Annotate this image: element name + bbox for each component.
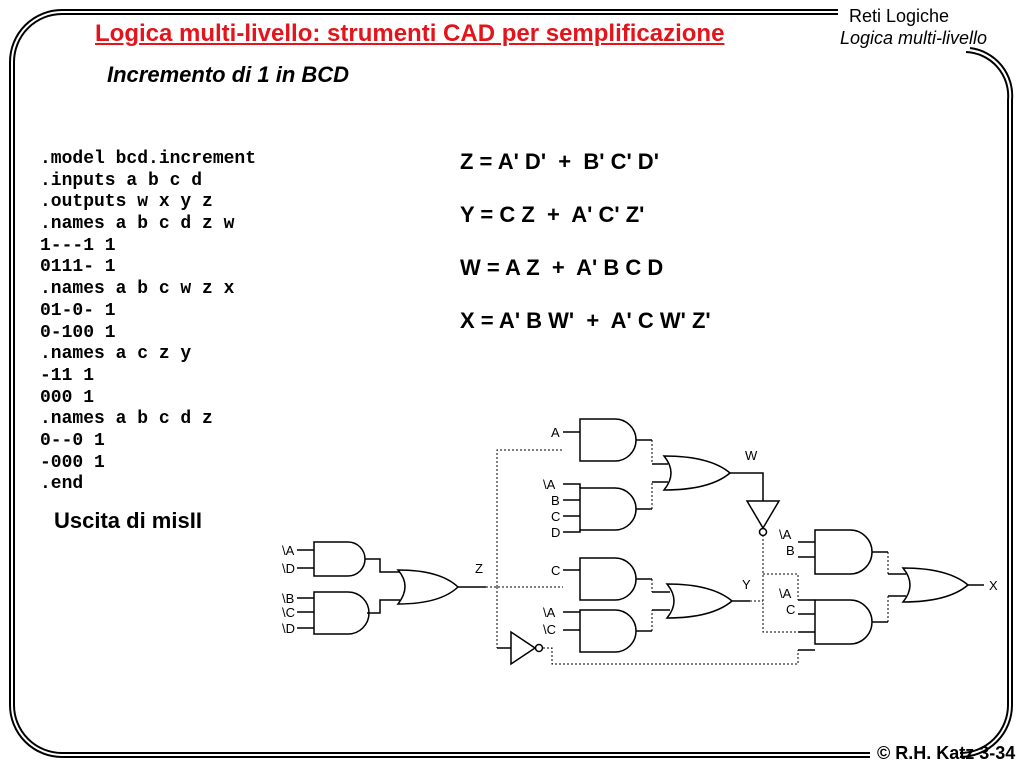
code-line: 1---1 1 [40, 235, 116, 256]
and-gate-y1 [579, 557, 637, 601]
and-gate-w2 [579, 487, 637, 531]
or-gate-w [662, 455, 732, 491]
or-gate-y [665, 583, 734, 619]
label-w-and2-b: B [551, 493, 560, 508]
inverter-w [745, 500, 781, 530]
or-gate-z [396, 569, 460, 605]
label-x-and2-c: C [786, 602, 795, 617]
code-line: 01-0- 1 [40, 300, 116, 321]
label-x-and1-a: \A [779, 527, 792, 542]
equation-list: Z = A' D' + B' C' D' Y = C Z + A' C' Z' … [460, 149, 711, 361]
footer-credit: © R.H. Katz 3-34 [877, 743, 1016, 763]
equation-w: W = A Z + A' B C D [460, 255, 664, 280]
course-name: Reti Logiche [849, 6, 950, 26]
code-line: .names a b c d z w [40, 214, 235, 235]
label-z-and1-a: \A [282, 543, 295, 558]
label-z-output: Z [475, 561, 483, 576]
code-line: -000 1 [40, 452, 105, 473]
code-line: .names a b c w z x [40, 279, 235, 300]
label-z-and2-d: \D [282, 621, 295, 636]
label-y-and1-c: C [551, 563, 560, 578]
label-x-and1-b: B [786, 543, 795, 558]
and-gate-z2 [313, 591, 370, 635]
circuit-caption: Uscita di misII [54, 508, 202, 533]
or-gate-x [901, 567, 970, 603]
code-line: .model bcd.increment [40, 149, 257, 169]
code-line: .names a b c d z [40, 409, 213, 430]
code-line: .end [40, 474, 84, 495]
label-z-and1-d: \D [282, 561, 295, 576]
code-line: 000 1 [40, 387, 95, 408]
code-line: .outputs w x y z [40, 192, 213, 213]
slide-title: Logica multi-livello: strumenti CAD per … [95, 20, 725, 47]
blif-code-listing: .model bcd.increment .inputs a b c d .ou… [40, 149, 256, 496]
label-y-output: Y [742, 577, 751, 592]
code-line: 0111- 1 [40, 257, 116, 278]
label-x-and2-a: \A [779, 586, 792, 601]
equation-x: X = A' B W' + A' C W' Z' [460, 308, 711, 333]
label-z-and2-b: \B [282, 591, 294, 606]
and-gate-y2 [579, 609, 637, 653]
equation-y: Y = C Z + A' C' Z' [460, 202, 645, 227]
code-line: .inputs a b c d [40, 170, 203, 191]
label-z-and2-c: \C [282, 605, 295, 620]
label-x-output: X [989, 578, 998, 593]
label-w-and2-c: C [551, 509, 560, 524]
and-gate-x1 [814, 529, 873, 575]
code-line: 0--0 1 [40, 430, 105, 451]
inverter-z [510, 630, 537, 666]
chapter-name: Logica multi-livello [840, 28, 988, 48]
and-gate-w1 [579, 418, 637, 462]
equation-z: Z = A' D' + B' C' D' [460, 149, 659, 174]
slide-subtitle: Incremento di 1 in BCD [107, 62, 350, 87]
code-line: 0-100 1 [40, 322, 116, 343]
code-line: .names a c z y [40, 344, 192, 365]
and-gate-x2 [814, 599, 873, 645]
label-w-output: W [745, 448, 758, 463]
label-y-and2-c: \C [543, 622, 556, 637]
code-line: -11 1 [40, 365, 95, 386]
label-w-and1-a: A [551, 425, 560, 440]
and-gate-z1 [313, 541, 366, 577]
label-y-and2-a: \A [543, 605, 556, 620]
label-w-and2-d: D [551, 525, 560, 540]
label-w-and2-a: \A [543, 477, 556, 492]
